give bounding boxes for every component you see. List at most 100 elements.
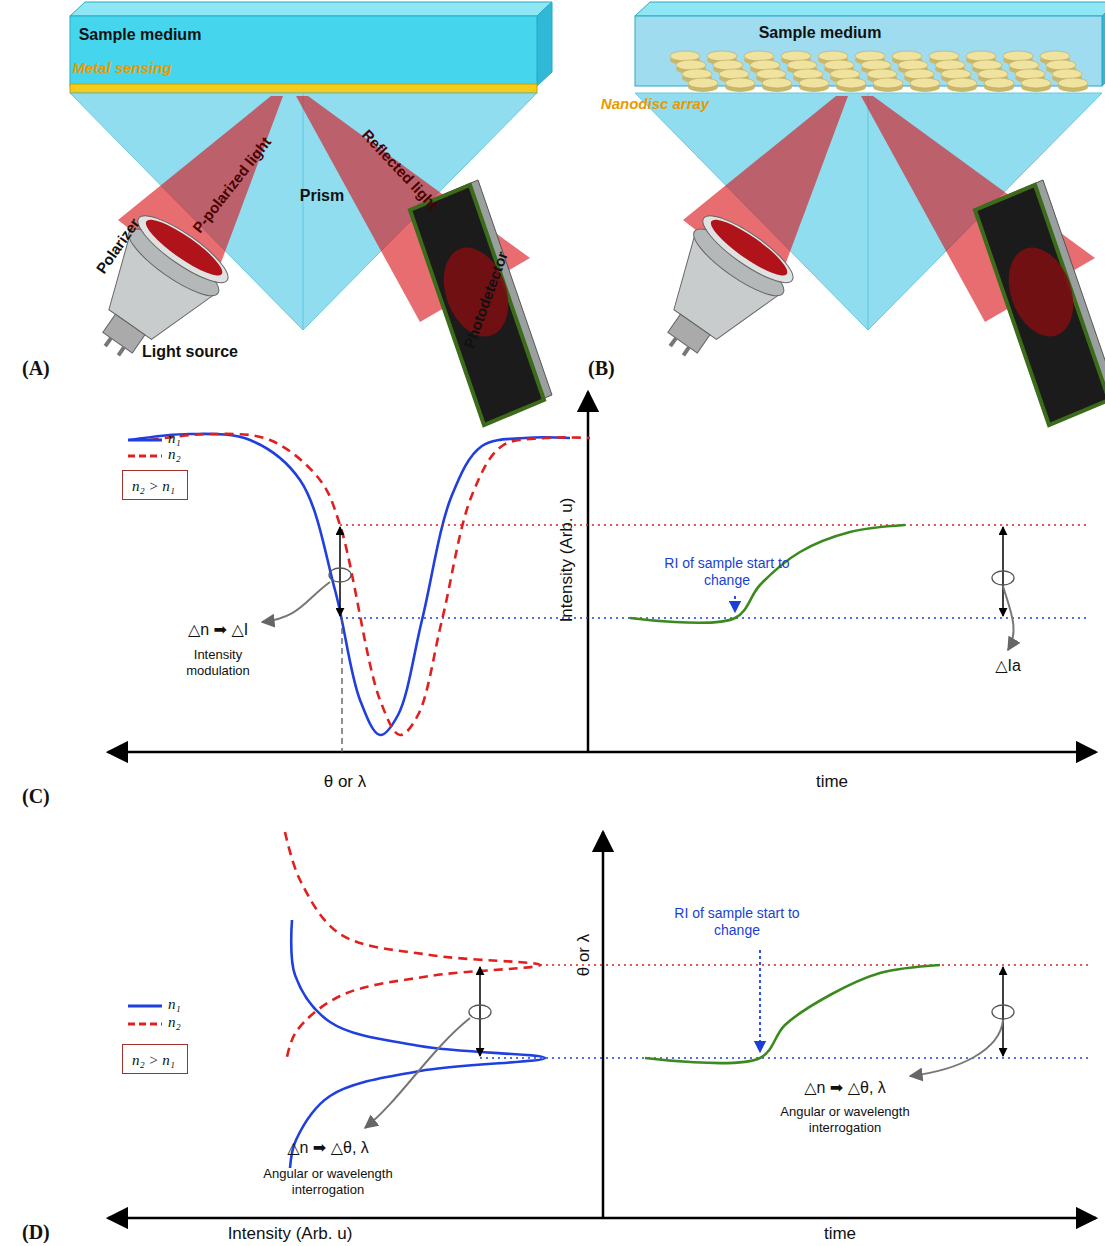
annotation-label: RI of sample start to change bbox=[667, 905, 807, 939]
nanodisc bbox=[1015, 69, 1045, 79]
setup-panel bbox=[633, 2, 1105, 425]
nanodisc bbox=[670, 51, 700, 61]
legend-sample bbox=[128, 1005, 162, 1008]
polarizer-ring bbox=[695, 206, 801, 293]
nanodisc bbox=[793, 69, 823, 79]
guide-line bbox=[340, 524, 1090, 526]
panel-label: (B) bbox=[588, 356, 615, 380]
onset-arrow bbox=[759, 950, 761, 1052]
condition-text: n₂ > n₁ bbox=[132, 478, 175, 494]
metal-layer bbox=[70, 84, 537, 93]
signal-curve bbox=[645, 965, 940, 1063]
legend-text: n₁ bbox=[168, 996, 181, 1013]
axis-line bbox=[587, 392, 590, 752]
nanodisc bbox=[935, 60, 965, 70]
sample-top bbox=[70, 2, 552, 16]
leader-ring bbox=[329, 568, 351, 582]
annotation-label: θ or λ bbox=[574, 934, 594, 977]
lamp-pin bbox=[118, 347, 124, 355]
light-source-symbol bbox=[633, 206, 801, 382]
annotation-label: Nanodisc array bbox=[601, 95, 709, 113]
annotation-label: Intensity (Arb. u) bbox=[557, 498, 577, 623]
legend-text: n₂ bbox=[168, 446, 181, 463]
legend-sample bbox=[128, 1023, 162, 1026]
nanodisc bbox=[750, 60, 780, 70]
nanodisc bbox=[719, 69, 749, 79]
nanodisc bbox=[966, 51, 996, 61]
annotation-label: Angular or wavelength interrogation bbox=[253, 1166, 403, 1197]
nanodisc bbox=[787, 60, 817, 70]
annotation-label: △n ➡ △θ, λ bbox=[287, 1138, 369, 1157]
n2-curve bbox=[285, 832, 540, 1062]
annotation-label: Sample medium bbox=[759, 23, 882, 42]
plot-art bbox=[108, 392, 1096, 1218]
leader-line bbox=[910, 1020, 1003, 1076]
nanodisc bbox=[1040, 51, 1070, 61]
leader-line bbox=[1003, 586, 1014, 650]
n1-curve bbox=[290, 920, 545, 1168]
beam-spot bbox=[997, 239, 1085, 346]
delta-arrow bbox=[1002, 967, 1004, 1056]
condition-box: n₂ > n₁ bbox=[122, 470, 188, 500]
axis-line bbox=[108, 1217, 1096, 1220]
lamp-pin bbox=[683, 347, 689, 355]
annotation-label: △n ➡ △θ, λ bbox=[804, 1078, 886, 1097]
condition-text: n₂ > n₁ bbox=[132, 1052, 175, 1068]
onset-arrow bbox=[734, 596, 736, 612]
setup-panel bbox=[68, 2, 552, 425]
nanodisc bbox=[947, 78, 977, 88]
nanodisc bbox=[892, 51, 922, 61]
guide-line bbox=[341, 618, 342, 752]
panel-label: (D) bbox=[22, 1220, 50, 1244]
leader-line bbox=[262, 582, 330, 622]
nanodisc bbox=[688, 78, 718, 88]
annotation-label: Sample medium bbox=[79, 25, 202, 44]
sample-top bbox=[635, 2, 1105, 16]
polarizer-ring bbox=[130, 206, 236, 293]
spr-illustration bbox=[68, 2, 1105, 425]
nanodisc bbox=[1052, 69, 1082, 79]
annotation-label: Intensity (Arb. u) bbox=[228, 1224, 353, 1244]
sample-front bbox=[70, 16, 537, 86]
nanodisc bbox=[799, 78, 829, 88]
axis-line bbox=[108, 751, 1096, 754]
signal-curve bbox=[630, 525, 905, 623]
n1-curve bbox=[130, 434, 570, 735]
nanodisc bbox=[929, 51, 959, 61]
nanodisc bbox=[984, 78, 1014, 88]
annotation-label: time bbox=[824, 1224, 856, 1244]
guide-line bbox=[340, 617, 1090, 619]
annotation-label: RI of sample start to change bbox=[657, 555, 797, 589]
nanodisc bbox=[682, 69, 712, 79]
nanodisc bbox=[818, 51, 848, 61]
nanodisc bbox=[762, 78, 792, 88]
nanodisc bbox=[836, 78, 866, 88]
annotation-label: time bbox=[816, 772, 848, 792]
axis-line bbox=[602, 832, 605, 1218]
legend-text: n₂ bbox=[168, 1014, 181, 1031]
nanodisc bbox=[1021, 78, 1051, 88]
annotation-label: △Ia bbox=[995, 656, 1021, 675]
detector-face bbox=[975, 185, 1105, 425]
sample-front bbox=[635, 16, 1102, 86]
nanodisc bbox=[756, 69, 786, 79]
annotation-label: Prism bbox=[300, 186, 344, 205]
detector-face bbox=[410, 185, 544, 425]
lamp-pin bbox=[105, 338, 111, 346]
annotation-label: Light source bbox=[142, 342, 238, 361]
panel-label: (A) bbox=[22, 356, 50, 380]
lens bbox=[705, 212, 793, 283]
nanodisc bbox=[744, 51, 774, 61]
nanodisc bbox=[707, 51, 737, 61]
delta-arrow bbox=[339, 527, 341, 616]
nanodisc bbox=[941, 69, 971, 79]
n2-curve bbox=[150, 434, 590, 735]
delta-arrow bbox=[479, 967, 481, 1056]
nanodisc bbox=[1046, 60, 1076, 70]
nanodisc bbox=[910, 78, 940, 88]
legend-sample bbox=[128, 455, 162, 458]
nanodisc bbox=[830, 69, 860, 79]
nanodisc bbox=[861, 60, 891, 70]
prism-edge bbox=[303, 93, 304, 330]
nanodisc bbox=[855, 51, 885, 61]
